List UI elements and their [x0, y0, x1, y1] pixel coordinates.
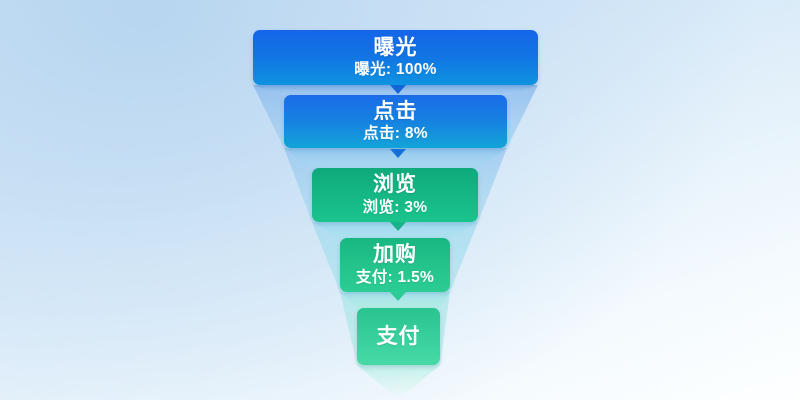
funnel-stage-value: 浏览: 3%	[362, 198, 428, 216]
funnel-stage-title: 曝光	[373, 35, 418, 59]
funnel-stage-addcart[interactable]: 加购 支付: 1.5%	[340, 238, 450, 292]
funnel-arrow-3	[390, 222, 406, 231]
funnel-arrow-2	[390, 149, 406, 158]
funnel-stage-title: 支付	[376, 324, 421, 348]
funnel-stage-value: 曝光: 100%	[354, 61, 437, 79]
funnel-stage-payment[interactable]: 支付	[357, 308, 440, 365]
funnel-stage-exposure[interactable]: 曝光 曝光: 100%	[253, 30, 538, 85]
funnel-stage-value: 支付: 1.5%	[355, 268, 435, 286]
funnel-stage-title: 加购	[373, 243, 417, 267]
funnel-arrow-4	[390, 292, 406, 301]
funnel-stage-browse[interactable]: 浏览 浏览: 3%	[312, 168, 478, 222]
funnel-stage-title: 点击	[373, 99, 418, 123]
funnel-arrow-1	[390, 85, 406, 94]
funnel-stage-click[interactable]: 点击 点击: 8%	[284, 95, 507, 148]
funnel-stage-value: 点击: 8%	[363, 125, 428, 143]
funnel-stage-title: 浏览	[373, 173, 417, 197]
funnel-section-5	[357, 365, 440, 400]
